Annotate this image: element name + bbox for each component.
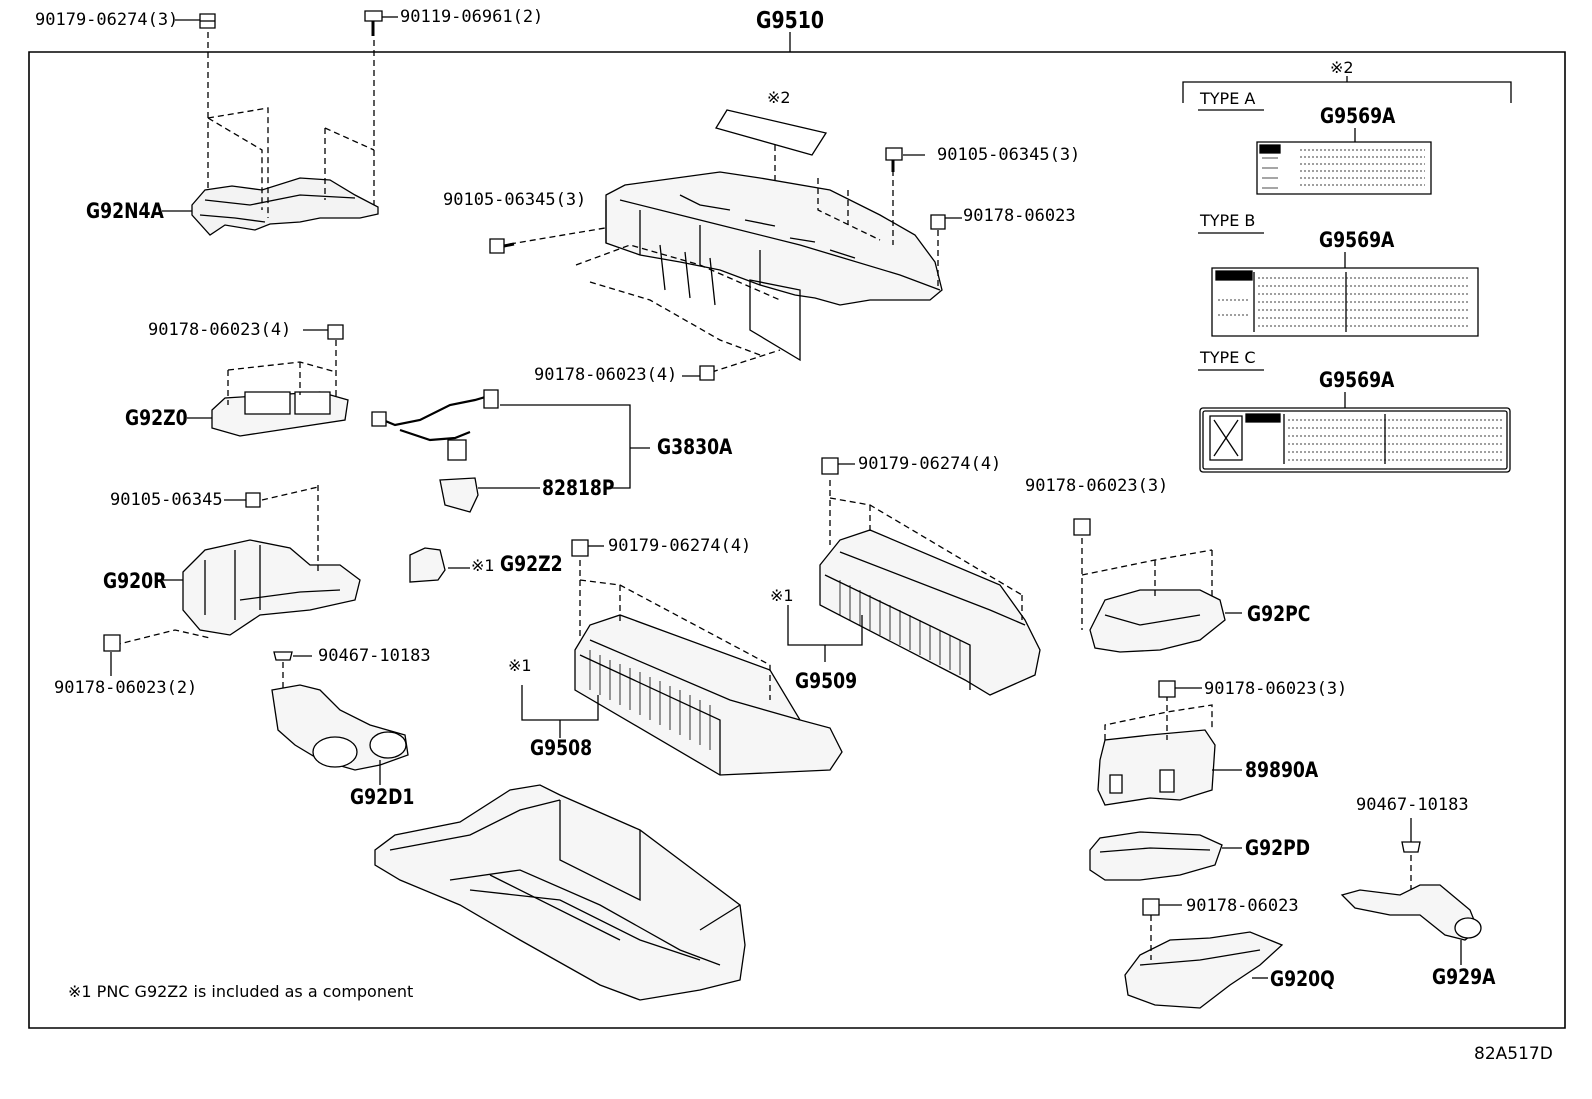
nut-icon <box>1159 681 1175 697</box>
label-part-c: G9569A <box>1319 368 1395 392</box>
bolt-icon <box>246 493 260 507</box>
fastener-label: 90178-06023 <box>963 206 1076 226</box>
ref-mark: ※1 <box>471 556 495 575</box>
nut-icon <box>328 325 343 339</box>
part-label: G92N4A <box>86 199 164 223</box>
nut-icon <box>931 215 945 229</box>
ref-mark: ※1 <box>770 586 794 605</box>
fastener-label: 90467-10183 <box>318 646 431 666</box>
fastener-label: 90105-06345 <box>110 490 223 510</box>
part-g9508-drawing <box>522 560 842 775</box>
label-type-a: TYPE A <box>1200 89 1256 108</box>
part-g929a-drawing <box>1342 855 1481 965</box>
label-type-b: TYPE B <box>1200 211 1256 230</box>
part-g92pd-drawing <box>1090 832 1242 880</box>
bolt-icon <box>886 148 902 172</box>
fastener-label: 90105-06345(3) <box>937 145 1081 165</box>
part-label: G920Q <box>1270 967 1335 991</box>
bolt-icon <box>490 239 514 253</box>
fastener-label: 90179-06274(4) <box>608 536 752 556</box>
nut-icon <box>822 458 838 474</box>
part-g9509-drawing <box>788 480 1040 695</box>
label-part-a: G9569A <box>1320 104 1396 128</box>
part-label: G92PD <box>1245 836 1311 860</box>
clip-icon <box>1402 842 1420 852</box>
fastener-label: 90467-10183 <box>1356 795 1469 815</box>
part-label: G92Z2 <box>500 552 563 576</box>
assembly-frame <box>29 52 1565 1028</box>
warning-label-type-b <box>1212 268 1478 336</box>
part-89890a-drawing <box>1098 695 1242 805</box>
fastener-label: 90178-06023(3) <box>1025 476 1169 496</box>
part-label: 82818P <box>542 476 615 500</box>
part-label: G92PC <box>1247 602 1311 626</box>
part-g920r-drawing <box>115 485 360 645</box>
nut-icon <box>700 366 714 380</box>
part-g92z2-drawing <box>410 548 470 582</box>
nut-icon <box>572 540 588 556</box>
ref-mark: ※1 <box>508 656 532 675</box>
main-assembly-label: G9510 <box>756 8 824 34</box>
part-g92pc-drawing <box>1082 538 1242 652</box>
label-part-b: G9569A <box>1319 228 1395 252</box>
fastener-label: 90179-06274(4) <box>858 454 1002 474</box>
part-label: G3830A <box>657 435 733 459</box>
fastener-label: 90178-06023(4) <box>534 365 678 385</box>
fastener-label: 90178-06023(3) <box>1204 679 1348 699</box>
bolt-icon <box>365 11 382 36</box>
battery-tray-drawing <box>375 785 745 1000</box>
part-g3830a-drawing <box>372 390 650 512</box>
upper-cover-drawing <box>510 110 942 372</box>
part-g92z0-drawing <box>212 340 348 436</box>
nut-icon <box>104 635 120 651</box>
part-label: 89890A <box>1245 758 1319 782</box>
drawing-code: 82A517D <box>1474 1044 1553 1064</box>
fastener-label: 90105-06345(3) <box>443 190 587 210</box>
fastener-label: 90178-06023(2) <box>54 678 198 698</box>
part-label: G920R <box>103 569 167 593</box>
warning-label-type-a <box>1257 142 1431 194</box>
label-type-c: TYPE C <box>1200 348 1256 367</box>
part-label: G92Z0 <box>125 406 188 430</box>
part-label: G9509 <box>795 669 858 693</box>
part-g92d1-drawing <box>272 662 408 785</box>
bolt-icon <box>200 14 215 28</box>
part-label: G92D1 <box>350 785 415 809</box>
warning-label-type-c <box>1200 408 1510 472</box>
part-label: G929A <box>1432 965 1496 989</box>
part-g920q-drawing <box>1125 915 1282 1008</box>
fastener-label: 90178-06023(4) <box>148 320 292 340</box>
nut-icon <box>1074 519 1090 535</box>
fastener-label: 90178-06023 <box>1186 896 1299 916</box>
clip-icon <box>274 652 292 660</box>
fastener-label: 90119-06961(2) <box>400 7 544 27</box>
part-g92n4a-drawing <box>192 32 378 235</box>
ref-mark: ※2 <box>1330 58 1354 77</box>
part-label: G9508 <box>530 736 593 760</box>
nut-icon <box>1143 899 1159 915</box>
fastener-label: 90179-06274(3) <box>35 10 179 30</box>
ref-mark: ※2 <box>767 88 791 107</box>
footnote: ※1 PNC G92Z2 is included as a component <box>68 982 414 1001</box>
